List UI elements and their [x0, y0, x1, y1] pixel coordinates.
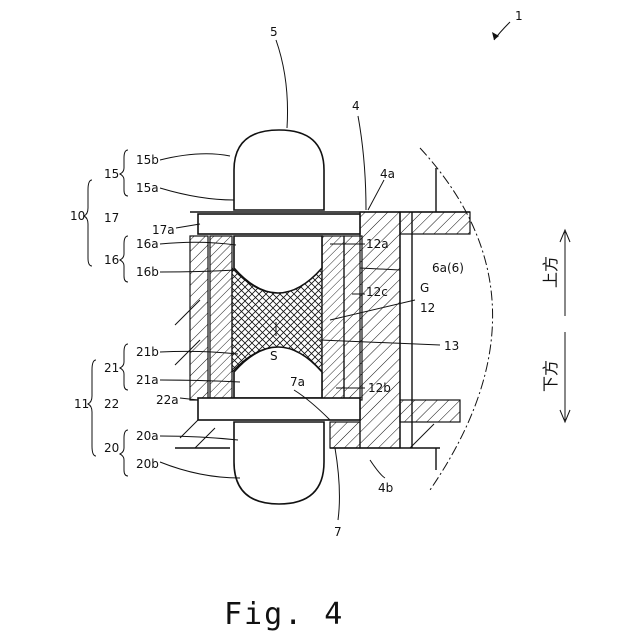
boundary-arc — [420, 148, 493, 490]
label-16b: 16b — [136, 265, 159, 279]
label-21a: 21a — [136, 373, 159, 387]
label-20a: 20a — [136, 429, 159, 443]
plunger-15 — [234, 130, 324, 210]
label-7a: 7a — [290, 375, 305, 389]
label-15b: 15b — [136, 153, 159, 167]
label-17a: 17a — [152, 223, 175, 237]
label-15: 15 — [104, 167, 119, 181]
label-16: 16 — [104, 253, 119, 267]
direction-down-label: 下方 — [541, 360, 560, 392]
label-S: S — [270, 349, 278, 363]
ref-1-arrow — [492, 22, 510, 40]
outer-wall-left — [190, 236, 208, 400]
figure-caption: Fig. 4 — [224, 597, 344, 632]
label-12c: 12c — [366, 285, 388, 299]
label-21b: 21b — [136, 345, 159, 359]
label-G: G — [420, 281, 429, 295]
brackets — [84, 150, 128, 476]
label-13: 13 — [444, 339, 459, 353]
label-4b: 4b — [378, 481, 393, 495]
label-12b: 12b — [368, 381, 391, 395]
flange-22 — [198, 398, 360, 420]
label-22: 22 — [104, 397, 119, 411]
label-20: 20 — [104, 441, 119, 455]
label-20b: 20b — [136, 457, 159, 471]
label-15a: 15a — [136, 181, 159, 195]
direction-arrows — [560, 230, 570, 422]
label-22a: 22a — [156, 393, 179, 407]
label-4a: 4a — [380, 167, 395, 181]
label-5: 5 — [270, 25, 278, 39]
plunger-20 — [234, 422, 324, 504]
label-6a: 6a(6) — [432, 261, 464, 275]
label-7: 7 — [334, 525, 342, 539]
flange-17 — [198, 214, 360, 234]
ref-1-label: 1 — [515, 9, 523, 23]
direction-up-label: 上方 — [541, 256, 560, 288]
outer-wall-right — [344, 236, 362, 400]
label-10: 10 — [70, 209, 85, 223]
label-12: 12 — [420, 301, 435, 315]
contact-7 — [330, 422, 360, 448]
label-16a: 16a — [136, 237, 159, 251]
label-21: 21 — [104, 361, 119, 375]
label-12a: 12a — [366, 237, 389, 251]
label-17: 17 — [104, 211, 119, 225]
label-11: 11 — [74, 397, 89, 411]
label-4: 4 — [352, 99, 360, 113]
